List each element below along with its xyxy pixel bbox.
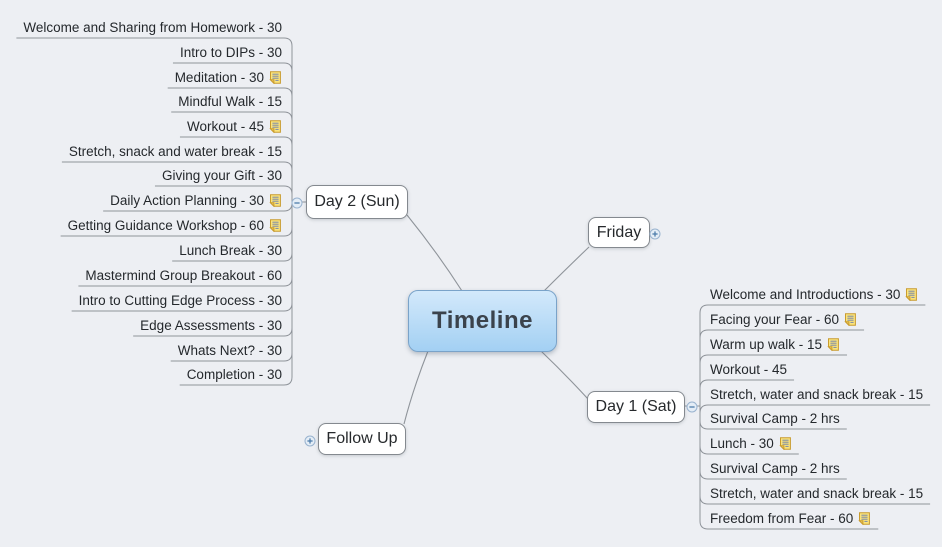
topic-item[interactable]: Welcome and Introductions - 30 [710,285,918,303]
central-topic-label: Timeline [432,307,533,334]
topic-item-label: Stretch, water and snack break - 15 [710,486,924,501]
topic-item[interactable]: Survival Camp - 2 hrs [710,459,840,477]
topic-item[interactable]: Freedom from Fear - 60 [710,509,871,527]
note-icon[interactable] [269,120,282,133]
topic-item-label: Intro to Cutting Edge Process - 30 [78,293,282,308]
topic-item[interactable]: Edge Assessments - 30 [140,316,282,334]
topic-item[interactable]: Lunch - 30 [710,434,792,452]
note-icon[interactable] [269,71,282,84]
branch-node-label: Day 1 (Sat) [595,398,677,415]
topic-item[interactable]: Survival Camp - 2 hrs [710,409,840,427]
topic-item-label: Intro to DIPs - 30 [179,45,282,60]
topic-item-label: Stretch, water and snack break - 15 [710,387,924,402]
topic-item-label: Workout - 45 [186,119,264,134]
branch-node-friday[interactable]: Friday [588,217,650,248]
topic-item-label: Welcome and Sharing from Homework - 30 [23,20,282,35]
topic-item[interactable]: Completion - 30 [187,365,282,383]
topic-item[interactable]: Stretch, water and snack break - 15 [710,484,923,502]
central-topic[interactable]: Timeline [408,290,557,352]
topic-item-label: Mindful Walk - 15 [178,94,282,109]
topic-item[interactable]: Stretch, snack and water break - 15 [69,142,282,160]
topic-item[interactable]: Giving your Gift - 30 [162,166,282,184]
topic-item-label: Giving your Gift - 30 [161,168,282,183]
topic-item-label: Survival Camp - 2 hrs [710,411,840,426]
note-icon[interactable] [779,437,792,450]
topic-item[interactable]: Lunch Break - 30 [179,241,282,259]
expand-toggle-icon[interactable] [649,227,661,240]
note-icon[interactable] [844,313,857,326]
topic-item[interactable]: Mastermind Group Breakout - 60 [85,266,282,284]
topic-item-label: Meditation - 30 [174,70,264,85]
branch-node-follow-up[interactable]: Follow Up [318,423,406,455]
note-icon[interactable] [269,194,282,207]
topic-item-label: Whats Next? - 30 [177,343,282,358]
topic-item[interactable]: Meditation - 30 [175,68,282,86]
branch-node-label: Follow Up [326,430,398,447]
note-icon[interactable] [827,338,840,351]
topic-item-label: Stretch, snack and water break - 15 [68,144,282,159]
topic-item-label: Workout - 45 [710,362,788,377]
topic-item[interactable]: Intro to DIPs - 30 [180,43,282,61]
note-icon[interactable] [269,219,282,232]
topic-item-label: Getting Guidance Workshop - 60 [67,218,264,233]
expand-toggle-icon[interactable] [304,434,316,447]
collapse-toggle-icon[interactable] [291,196,303,209]
topic-item[interactable]: Intro to Cutting Edge Process - 30 [79,291,282,309]
topic-item[interactable]: Workout - 45 [187,117,282,135]
topic-item-label: Facing your Fear - 60 [710,312,840,327]
note-icon[interactable] [905,288,918,301]
topic-item-label: Freedom from Fear - 60 [710,511,854,526]
branch-node-label: Day 2 (Sun) [314,193,400,210]
note-icon[interactable] [858,512,871,525]
topic-item[interactable]: Whats Next? - 30 [178,341,282,359]
topic-item-label: Daily Action Planning - 30 [110,193,264,208]
branch-node-label: Friday [596,223,642,241]
topic-item[interactable]: Welcome and Sharing from Homework - 30 [23,18,282,36]
topic-item-label: Survival Camp - 2 hrs [710,461,840,476]
topic-item-label: Welcome and Introductions - 30 [710,287,901,302]
topic-item-label: Warm up walk - 15 [710,337,823,352]
branch-node-day-1-sat[interactable]: Day 1 (Sat) [587,391,685,423]
topic-item[interactable]: Mindful Walk - 15 [178,92,282,110]
topic-item[interactable]: Getting Guidance Workshop - 60 [68,216,282,234]
collapse-toggle-icon[interactable] [686,400,698,413]
branch-node-day-2-sun[interactable]: Day 2 (Sun) [306,185,408,219]
topic-item-label: Mastermind Group Breakout - 60 [85,268,282,283]
topic-item-label: Edge Assessments - 30 [140,318,282,333]
topic-item-label: Lunch Break - 30 [179,243,282,258]
topic-item[interactable]: Daily Action Planning - 30 [110,191,282,209]
topic-item[interactable]: Facing your Fear - 60 [710,310,857,328]
topic-item[interactable]: Warm up walk - 15 [710,335,840,353]
topic-item[interactable]: Stretch, water and snack break - 15 [710,385,923,403]
topic-item[interactable]: Workout - 45 [710,360,787,378]
topic-item-label: Lunch - 30 [710,436,774,451]
topic-item-label: Completion - 30 [186,367,282,382]
